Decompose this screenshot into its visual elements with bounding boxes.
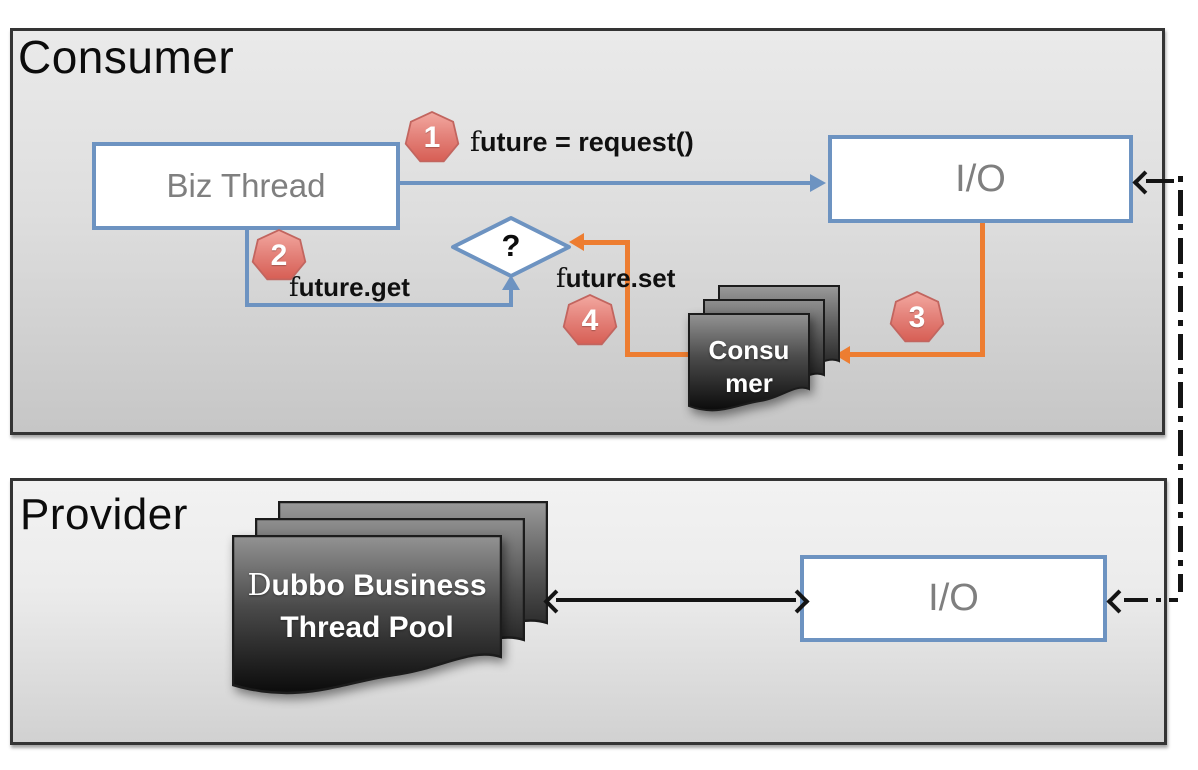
consumer-section-title: Consumer [18, 31, 235, 83]
future-get-arrowhead-icon [502, 275, 520, 290]
consumer-io-box: I/O [828, 135, 1133, 223]
consumer-section [10, 28, 1165, 435]
consumer-stack-label: Consu mer [708, 335, 790, 398]
provider-io-box: I/O [800, 555, 1107, 642]
future-get-label: future.get [289, 272, 410, 303]
io-callback-line-vertical [980, 223, 985, 357]
future-get-line-stub [509, 289, 513, 305]
future-set-line-upper [583, 240, 629, 245]
request-arrow-line [400, 181, 812, 185]
io-callback-line-horizontal [848, 352, 985, 357]
step-badge-1: 1 [404, 111, 460, 163]
step-badge-1-face: 1 [406, 113, 458, 161]
provider-section-title: Provider [20, 490, 188, 539]
io-link-dashdot-line [1178, 176, 1183, 592]
future-get-line-vertical [245, 230, 249, 307]
step-badge-4-number: 4 [581, 304, 599, 337]
future-request-label: future = request() [470, 127, 694, 158]
step-badge-2: 2 [251, 229, 307, 281]
step-badge-1-number: 1 [423, 121, 441, 154]
future-set-line-lower [627, 352, 688, 357]
step-badge-4-face: 4 [564, 296, 616, 344]
provider-io-label: I/O [928, 577, 979, 619]
future-set-label: future.set [556, 263, 676, 294]
biz-thread-box: Biz Thread [92, 142, 400, 230]
biz-thread-label: Biz Thread [166, 167, 326, 204]
step-badge-3-face: 3 [891, 293, 943, 341]
provider-io-external-line [1124, 598, 1178, 602]
decision-diamond [451, 216, 571, 278]
future-set-arrowhead-icon [569, 233, 584, 251]
step-badge-3-number: 3 [908, 301, 926, 334]
step-badge-3: 3 [889, 291, 945, 343]
consumer-io-external-line [1146, 179, 1174, 183]
future-set-line-vertical [625, 240, 630, 357]
future-get-line-horizontal [245, 303, 513, 307]
consumer-stack-card-front [688, 313, 810, 412]
step-badge-2-number: 2 [270, 239, 288, 272]
step-badge-4: 4 [562, 294, 618, 346]
decision-question-label: ? [501, 228, 521, 263]
pool-io-arrow-line [556, 598, 796, 602]
thread-pool-card-front [232, 535, 502, 695]
request-arrowhead-icon [810, 174, 826, 192]
consumer-io-label: I/O [955, 157, 1006, 200]
thread-pool-label: Dubbo Business Thread Pool [247, 568, 487, 644]
step-badge-2-face: 2 [253, 231, 305, 279]
